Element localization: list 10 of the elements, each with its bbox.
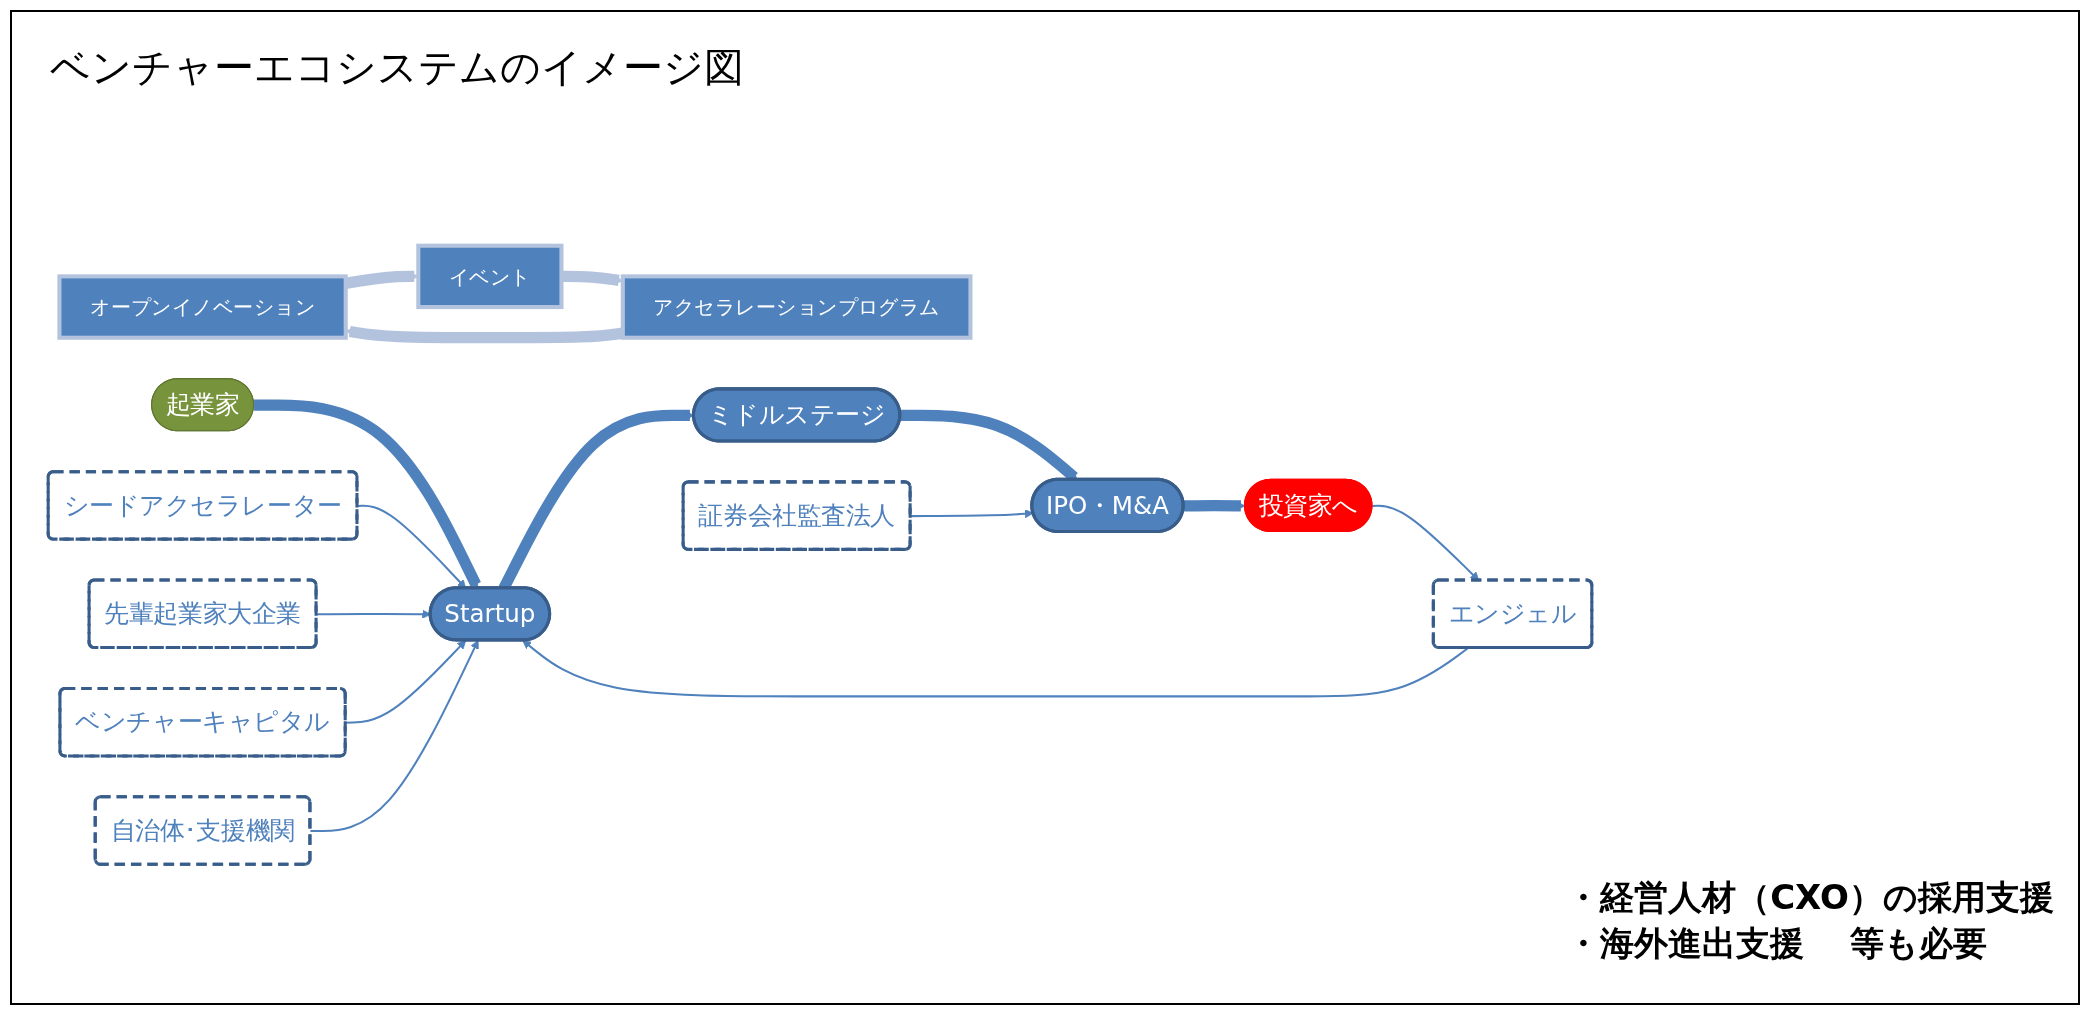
note-text: ・海外進出支援 等も必要 [1566,922,1988,965]
node-box: イベント [416,243,564,310]
node-box: アクセラレーションプログラム [620,274,973,340]
node-box: オープンイノベーション [57,274,348,340]
arrow [522,639,1469,698]
arrow [345,325,624,344]
diagram-title: ベンチャーエコシステムのイメージ図 [50,43,744,92]
note-text: ・経営人材（CXO）の採用支援 [1566,876,2054,919]
arrow [310,639,479,833]
arrow [1372,504,1480,581]
